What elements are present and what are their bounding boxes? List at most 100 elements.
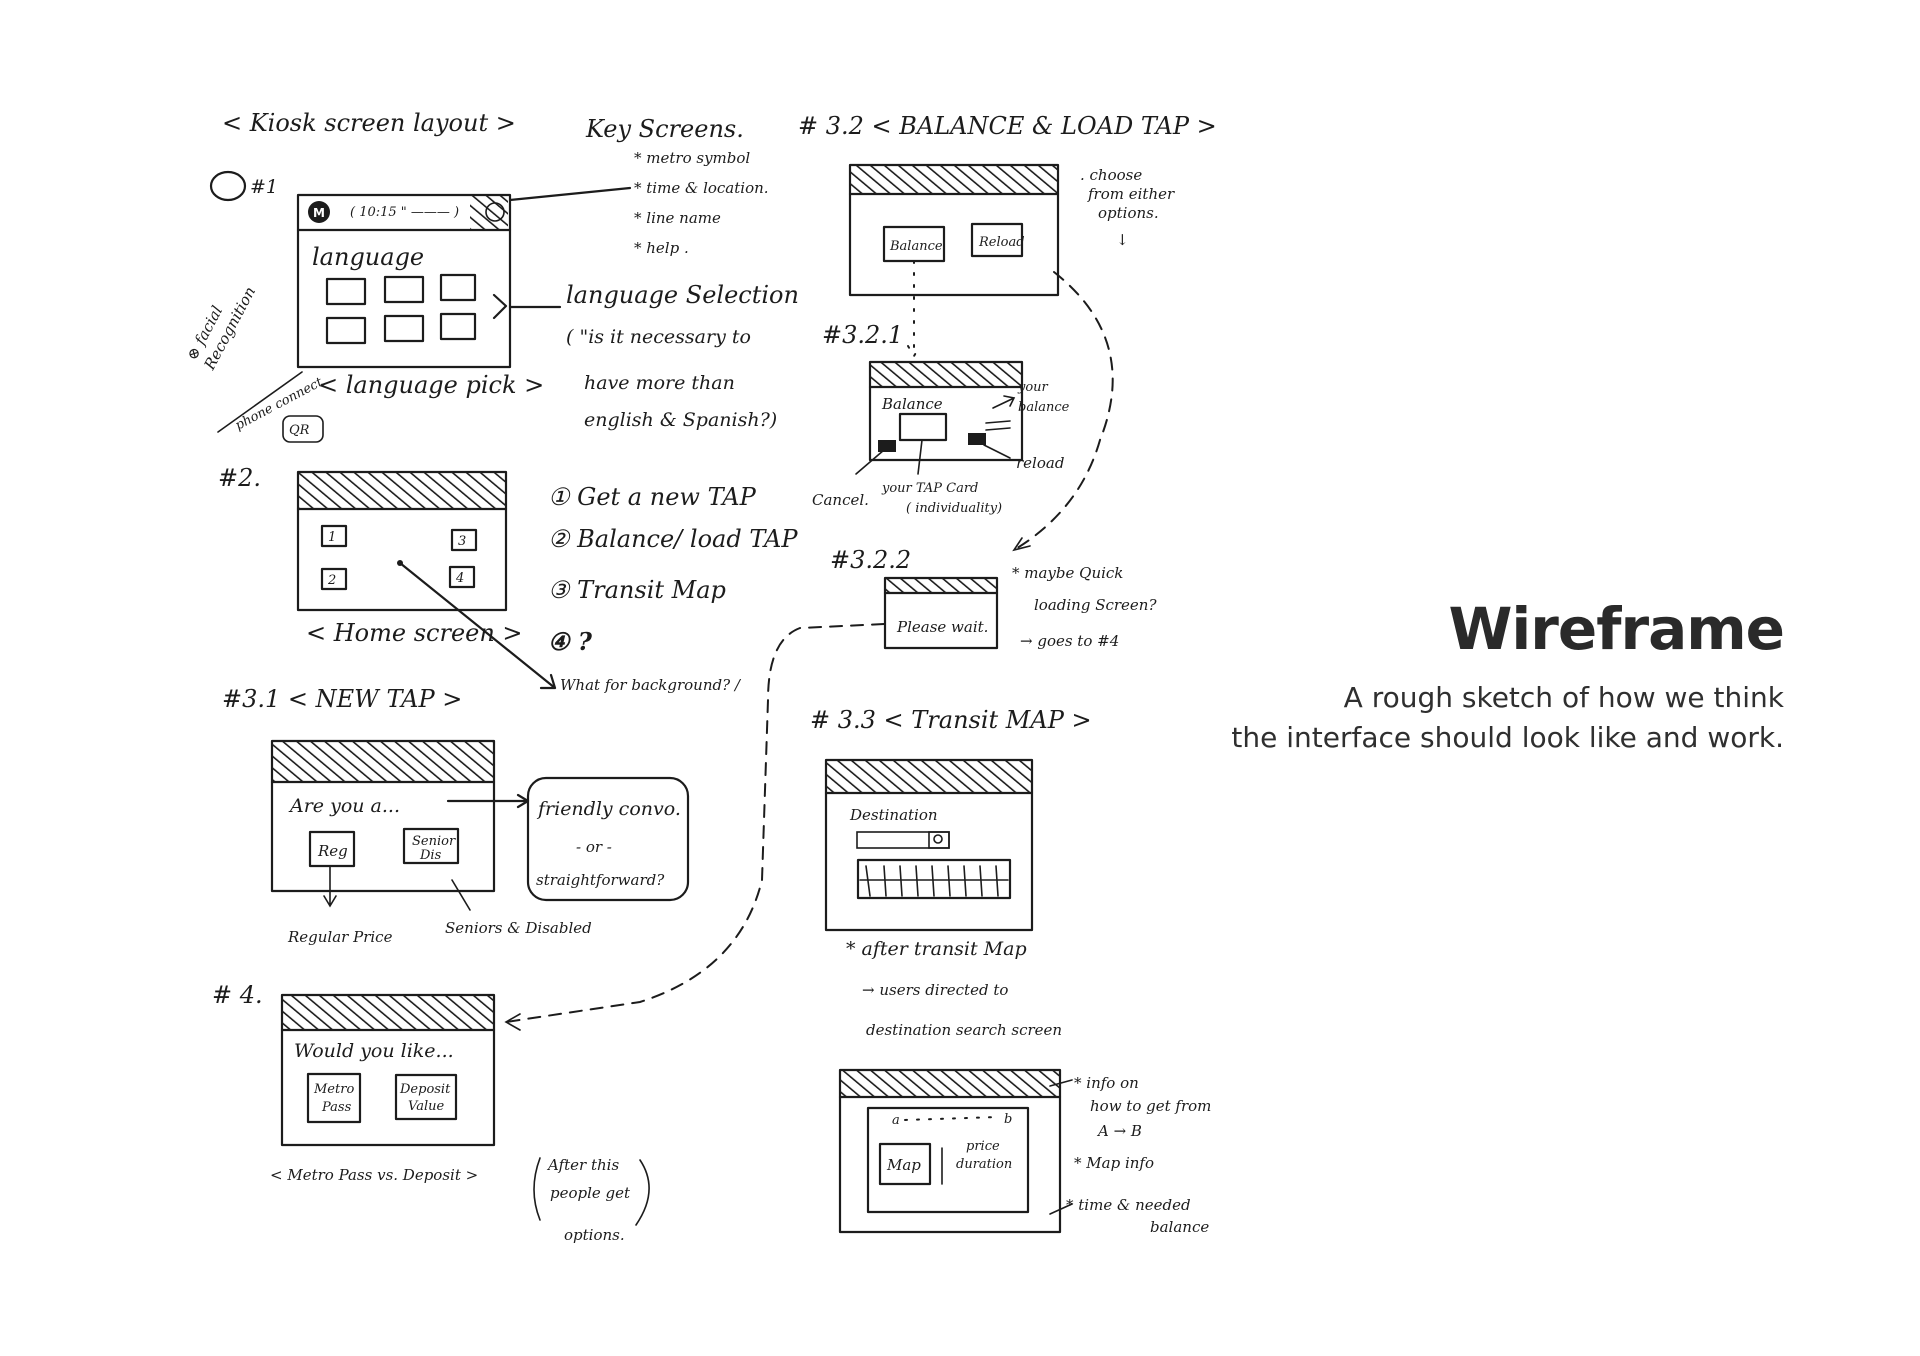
balance-button: Balance [889, 239, 943, 254]
destination-search-field [856, 831, 950, 849]
page-subtitle: A rough sketch of how we think the inter… [1084, 678, 1784, 758]
key-item-help: * help . [634, 239, 689, 257]
screen-4-options: # 4. Would you like... Metro Pass Deposi… [212, 981, 496, 1184]
info-note-3: A → B [1096, 1122, 1142, 1140]
friendly-convo-box [526, 776, 690, 902]
balance-text: Balance [881, 395, 943, 413]
reload-flow-connector [1013, 271, 1114, 551]
map-button: Map [886, 1156, 921, 1174]
regular-price-label: Regular Price [287, 928, 393, 946]
screen-1-caption: < language pick > [318, 371, 544, 399]
screen-2-label: #2. [218, 464, 261, 492]
screen-3-2-1-balance: Balance [868, 360, 1024, 462]
qr-note: QR [289, 423, 310, 438]
svg-text:4: 4 [455, 571, 464, 586]
screen-3-3-label: # 3.3 < Transit MAP > [810, 706, 1092, 734]
info-note-2: how to get from [1090, 1097, 1211, 1115]
reload-button: Reload [978, 235, 1025, 250]
after-this-3: options. [564, 1226, 625, 1244]
friendly-line-1: friendly convo. [536, 798, 681, 820]
quick-loading-3: → goes to #4 [1020, 632, 1119, 650]
screen-4-label: # 4. [212, 981, 263, 1009]
home-option-3: ③ Transit Map [548, 576, 726, 604]
info-note-6: balance [1150, 1218, 1209, 1236]
quick-loading-2: loading Screen? [1034, 596, 1157, 614]
home-caption: < Home screen > [306, 619, 523, 647]
screen-1-time: ( 10:15 " ——— ) [350, 205, 459, 220]
seniors-disabled-label: Seniors & Disabled [445, 919, 592, 937]
subtitle-line-1: A rough sketch of how we think [1343, 681, 1784, 714]
search-icon [933, 834, 943, 844]
route-b: b [1004, 1112, 1012, 1127]
key-item-line: * line name [634, 209, 721, 227]
senior-button-line-1: Senior [412, 834, 456, 849]
metro-pass-line-1: Metro [313, 1082, 354, 1097]
screen-3-2-2-please-wait: Please wait. [883, 576, 999, 650]
side-notes: ⊗ facial Recognition [183, 284, 259, 374]
price-label: price [966, 1139, 1000, 1154]
language-note-2: have more than [584, 372, 735, 394]
phone-connect-note: phone connect [233, 374, 326, 433]
language-note-1: ( "is it necessary to [566, 326, 751, 348]
your-balance-2: balance [1018, 400, 1070, 415]
svg-text:1: 1 [328, 530, 336, 545]
screen-1-label: #1 [250, 176, 278, 198]
are-you-text: Are you a... [288, 795, 400, 817]
keyboard-sketch [856, 858, 1012, 900]
choose-note-1: . choose [1080, 166, 1142, 184]
language-note-3: english & Spanish?) [584, 409, 777, 431]
after-transit-3: destination search screen [866, 1021, 1062, 1039]
layout-heading: < Kiosk screen layout > [222, 109, 516, 137]
screen-2-home: #2. 1 3 2 4 < Home screen > [218, 464, 523, 647]
svg-text:2: 2 [327, 573, 336, 588]
destination-text: Destination [849, 806, 938, 824]
screen-3-1-label: #3.1 < NEW TAP > [222, 685, 462, 713]
home-option-2: ② Balance/ load TAP [548, 525, 798, 553]
key-screens-arrow [508, 186, 632, 202]
key-screens-heading: Key Screens. [585, 115, 744, 143]
home-option-1: ① Get a new TAP [548, 483, 757, 511]
loading-to-screen-4-connector [505, 623, 885, 1023]
tap-card-note-1: your TAP Card [881, 481, 978, 496]
your-balance-1: your [1017, 380, 1049, 395]
friendly-line-3: straightforward? [536, 871, 665, 889]
screen-3-2-2-label: #3.2.2 [830, 546, 911, 574]
duration-label: duration [956, 1157, 1012, 1172]
screen-3-3-transit-map: Destination [824, 758, 1034, 932]
help-icon [485, 202, 505, 222]
tap-card-note-2: ( individuality) [906, 501, 1002, 516]
cancel-note: Cancel. [812, 491, 869, 509]
language-selection-label: language Selection [566, 281, 799, 309]
subtitle-line-2: the interface should look like and work. [1231, 721, 1784, 754]
screen-1-language-text: language [312, 243, 424, 271]
deposit-value-line-2: Value [408, 1099, 444, 1114]
screen-3-1-new-tap: #3.1 < NEW TAP > Are you a... Reg Senior… [222, 685, 496, 893]
what-for-background: What for background? / [560, 676, 742, 694]
reload-note: reload [1016, 454, 1064, 472]
quick-loading-1: * maybe Quick [1012, 564, 1123, 582]
choose-note-2: from either [1087, 185, 1175, 203]
metro-pass-line-2: Pass [321, 1100, 352, 1115]
choose-note-3: options. [1098, 204, 1159, 222]
after-this-2: people get [550, 1184, 631, 1202]
screen-3-2-balance: Balance Reload [848, 163, 1060, 297]
page-title: Wireframe [1448, 595, 1785, 663]
info-note-4: * Map info [1074, 1154, 1154, 1172]
metro-symbol-icon [308, 201, 330, 223]
screen-3-2-1-label: #3.2.1 [822, 321, 903, 349]
svg-text:M: M [313, 206, 325, 220]
screen-map-detail: a b Map price duration [838, 1068, 1062, 1234]
info-note-1: * info on [1074, 1074, 1139, 1092]
screen-4-caption: < Metro Pass vs. Deposit > [270, 1166, 478, 1184]
senior-button-line-2: Dis [419, 848, 442, 863]
friendly-line-2: - or - [576, 838, 612, 856]
info-note-5: * time & needed [1066, 1196, 1191, 1214]
screen-1-language: #1 M ( 10:15 " ——— ) language < language… [209, 170, 544, 399]
svg-text:3: 3 [458, 534, 466, 549]
please-wait-text: Please wait. [896, 618, 988, 636]
home-option-4: ④ ? [548, 627, 593, 656]
after-transit-1: * after transit Map [846, 938, 1027, 960]
key-item-time: * time & location. [634, 179, 769, 197]
key-item-metro: * metro symbol [634, 149, 750, 167]
